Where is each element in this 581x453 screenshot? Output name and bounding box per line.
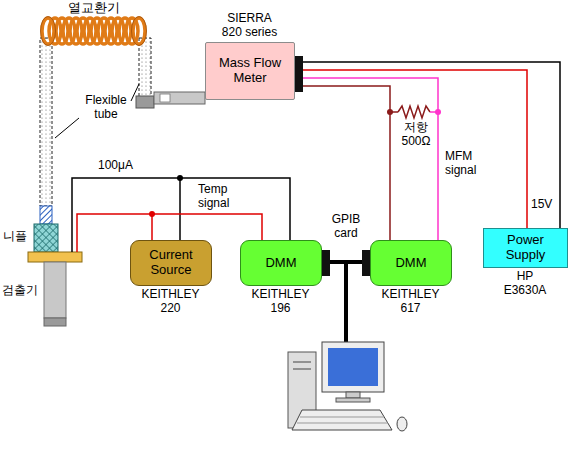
multimeter-box: DMMKEITHLEY 196: [240, 240, 322, 286]
gpib-connector: [322, 250, 330, 276]
box-title: Mass Flow Meter: [211, 56, 289, 86]
flexible-tube: [40, 38, 52, 206]
flexible-tube: [139, 38, 151, 100]
instrument-model-label: KEITHLEY 617: [379, 288, 443, 316]
voltage-value: 15V: [531, 198, 552, 212]
drive-slot: [293, 368, 311, 370]
signal-name: Temp signal: [198, 183, 244, 211]
junction-dot: [149, 211, 155, 217]
tube-adapter: [40, 206, 52, 224]
flow-meter-box: SIERRA 820 seriesMass Flow Meter: [205, 42, 295, 100]
coil-turn: [133, 18, 145, 44]
instrument-model-label: SIERRA 820 series: [220, 12, 280, 40]
multimeter-box: DMMKEITHLEY 617: [370, 240, 452, 286]
signal-name: MFM signal: [445, 150, 489, 178]
signal-wire: [295, 78, 438, 240]
leader-line: [131, 84, 139, 101]
part-label: 니플: [3, 230, 27, 244]
monitor-stand: [346, 392, 360, 398]
temp-wire: [152, 214, 262, 240]
instrument-model-label: KEITHLEY 196: [249, 288, 313, 316]
box-title: Current Source: [136, 248, 206, 278]
tube-fitting: [154, 92, 205, 104]
computer-icon: [288, 342, 407, 431]
detector-body: [44, 262, 66, 318]
junction-dot: [387, 109, 393, 115]
junction-dot: [435, 109, 441, 115]
nipple: [34, 224, 58, 252]
part-label: Flexible tube: [80, 94, 132, 122]
part-label: 검출기: [2, 284, 38, 298]
monitor: [322, 342, 384, 392]
box-title: DMM: [395, 256, 426, 271]
coil-shading: [41, 17, 147, 46]
heat-exchanger-coil: [42, 18, 145, 44]
monitor-base: [336, 398, 370, 402]
meter-connector: [295, 56, 303, 92]
keyboard: [292, 410, 392, 430]
junction-dot: [177, 175, 183, 181]
part-label: 열교환기: [68, 1, 120, 16]
key-row: [297, 423, 388, 424]
power-wire: [295, 62, 560, 228]
coil-edge: [41, 17, 56, 46]
resistor-value: 저항 500Ω: [394, 121, 438, 149]
box-title: Power Supply: [489, 233, 562, 263]
coil-edge: [132, 17, 147, 46]
detector-flange: [28, 252, 82, 262]
mouse: [397, 417, 407, 431]
monitor-screen: [328, 348, 378, 386]
instrument-model-label: HP E3630A: [501, 270, 549, 298]
leader-line: [55, 118, 79, 138]
detector-base: [44, 318, 66, 326]
gpib-connector: [362, 250, 370, 276]
current-value: 100μA: [98, 159, 133, 173]
instrument-model-label: KEITHLEY 220: [139, 288, 203, 316]
box-title: DMM: [265, 256, 296, 271]
signal-wire: [295, 86, 390, 240]
fitting-nut: [160, 94, 170, 102]
gpib-cable: [344, 262, 348, 342]
temp-wire: [180, 178, 290, 240]
tube-fitting: [136, 96, 154, 108]
key-row: [300, 417, 384, 418]
resistor-symbol: [398, 106, 430, 118]
current-source-box: Current SourceKEITHLEY 220: [130, 240, 212, 286]
power-wire: [295, 70, 527, 228]
bus-name: GPIB card: [325, 213, 367, 241]
drive-slot: [293, 361, 311, 363]
power-supply-box: Power SupplyHP E3630A: [483, 228, 568, 268]
